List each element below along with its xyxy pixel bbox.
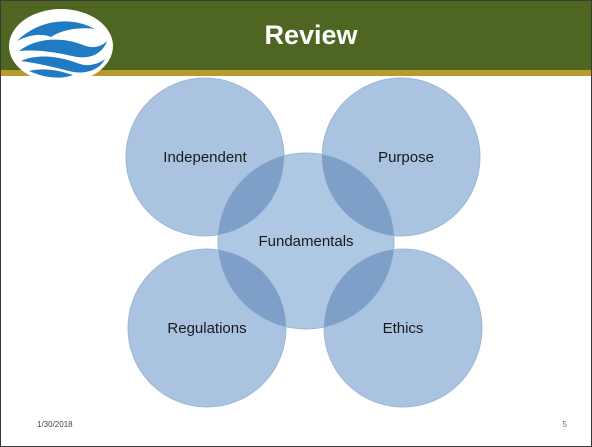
- footer-date: 1/30/2018: [37, 420, 73, 429]
- node-label-ethics: Ethics: [383, 320, 424, 337]
- wave-bird-logo-icon: [7, 7, 119, 85]
- header-stripe: [1, 70, 591, 76]
- overlap-ethics: [324, 249, 394, 329]
- page-number: 5: [562, 420, 567, 429]
- node-label-purpose: Purpose: [378, 149, 434, 166]
- overlap-purpose: [322, 153, 394, 236]
- slide-title: Review: [264, 20, 358, 50]
- overlap-independent: [218, 153, 284, 236]
- node-label-regulations: Regulations: [167, 320, 246, 337]
- overlap-regulations: [218, 249, 286, 329]
- center-label-fundamentals: Fundamentals: [258, 233, 353, 250]
- node-label-independent: Independent: [163, 149, 247, 166]
